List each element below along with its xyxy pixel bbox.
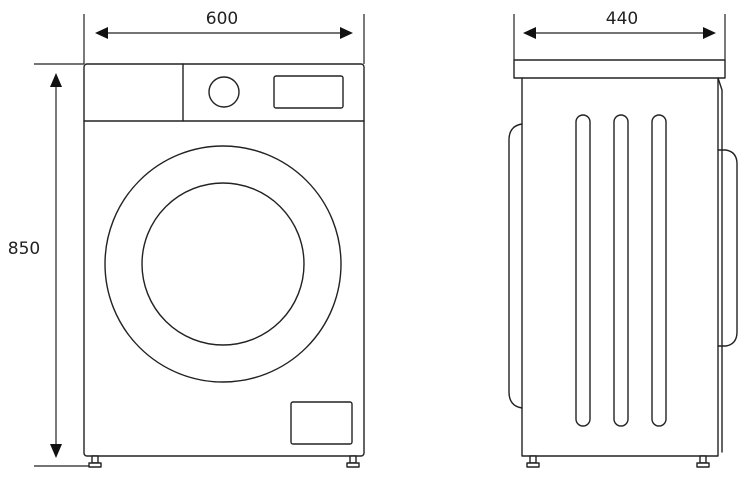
arrowhead-right	[703, 27, 716, 39]
program-knob	[208, 76, 240, 108]
depth-label-backdrop	[594, 8, 650, 30]
front-right-foot	[346, 455, 360, 468]
arrowhead-bottom	[50, 444, 62, 458]
side-view: 440	[508, 8, 738, 468]
side-left-foot	[526, 455, 540, 468]
side-top-lid	[513, 59, 726, 79]
width-dimension-label: 600	[206, 9, 238, 29]
door-outer-ring	[104, 145, 342, 383]
arrowhead-left	[523, 27, 536, 39]
depth-dimension-label: 440	[606, 9, 638, 29]
height-dimension-label: 850	[8, 239, 40, 259]
door-glass	[141, 182, 305, 346]
side-groove-1	[575, 114, 591, 427]
side-groove-3	[651, 114, 667, 427]
side-door-bulge	[508, 123, 523, 409]
side-back-bulge	[717, 149, 738, 347]
depth-dimension-arrow	[523, 27, 716, 39]
front-cabinet	[83, 63, 365, 457]
arrowhead-right	[340, 27, 353, 39]
arrowhead-left	[95, 27, 108, 39]
side-right-foot	[696, 455, 710, 468]
height-label-backdrop	[2, 236, 46, 260]
filter-hatch	[290, 401, 353, 445]
arrowhead-top	[50, 73, 62, 87]
display-panel	[273, 75, 344, 109]
width-label-backdrop	[196, 8, 252, 30]
height-dimension-arrow	[50, 73, 62, 458]
front-view: 600 850	[2, 8, 365, 468]
front-left-foot	[88, 455, 102, 468]
side-cabinet-back-edge	[717, 77, 723, 453]
width-dimension-arrow	[95, 27, 353, 39]
side-groove-2	[613, 114, 629, 427]
side-cabinet	[521, 77, 719, 457]
